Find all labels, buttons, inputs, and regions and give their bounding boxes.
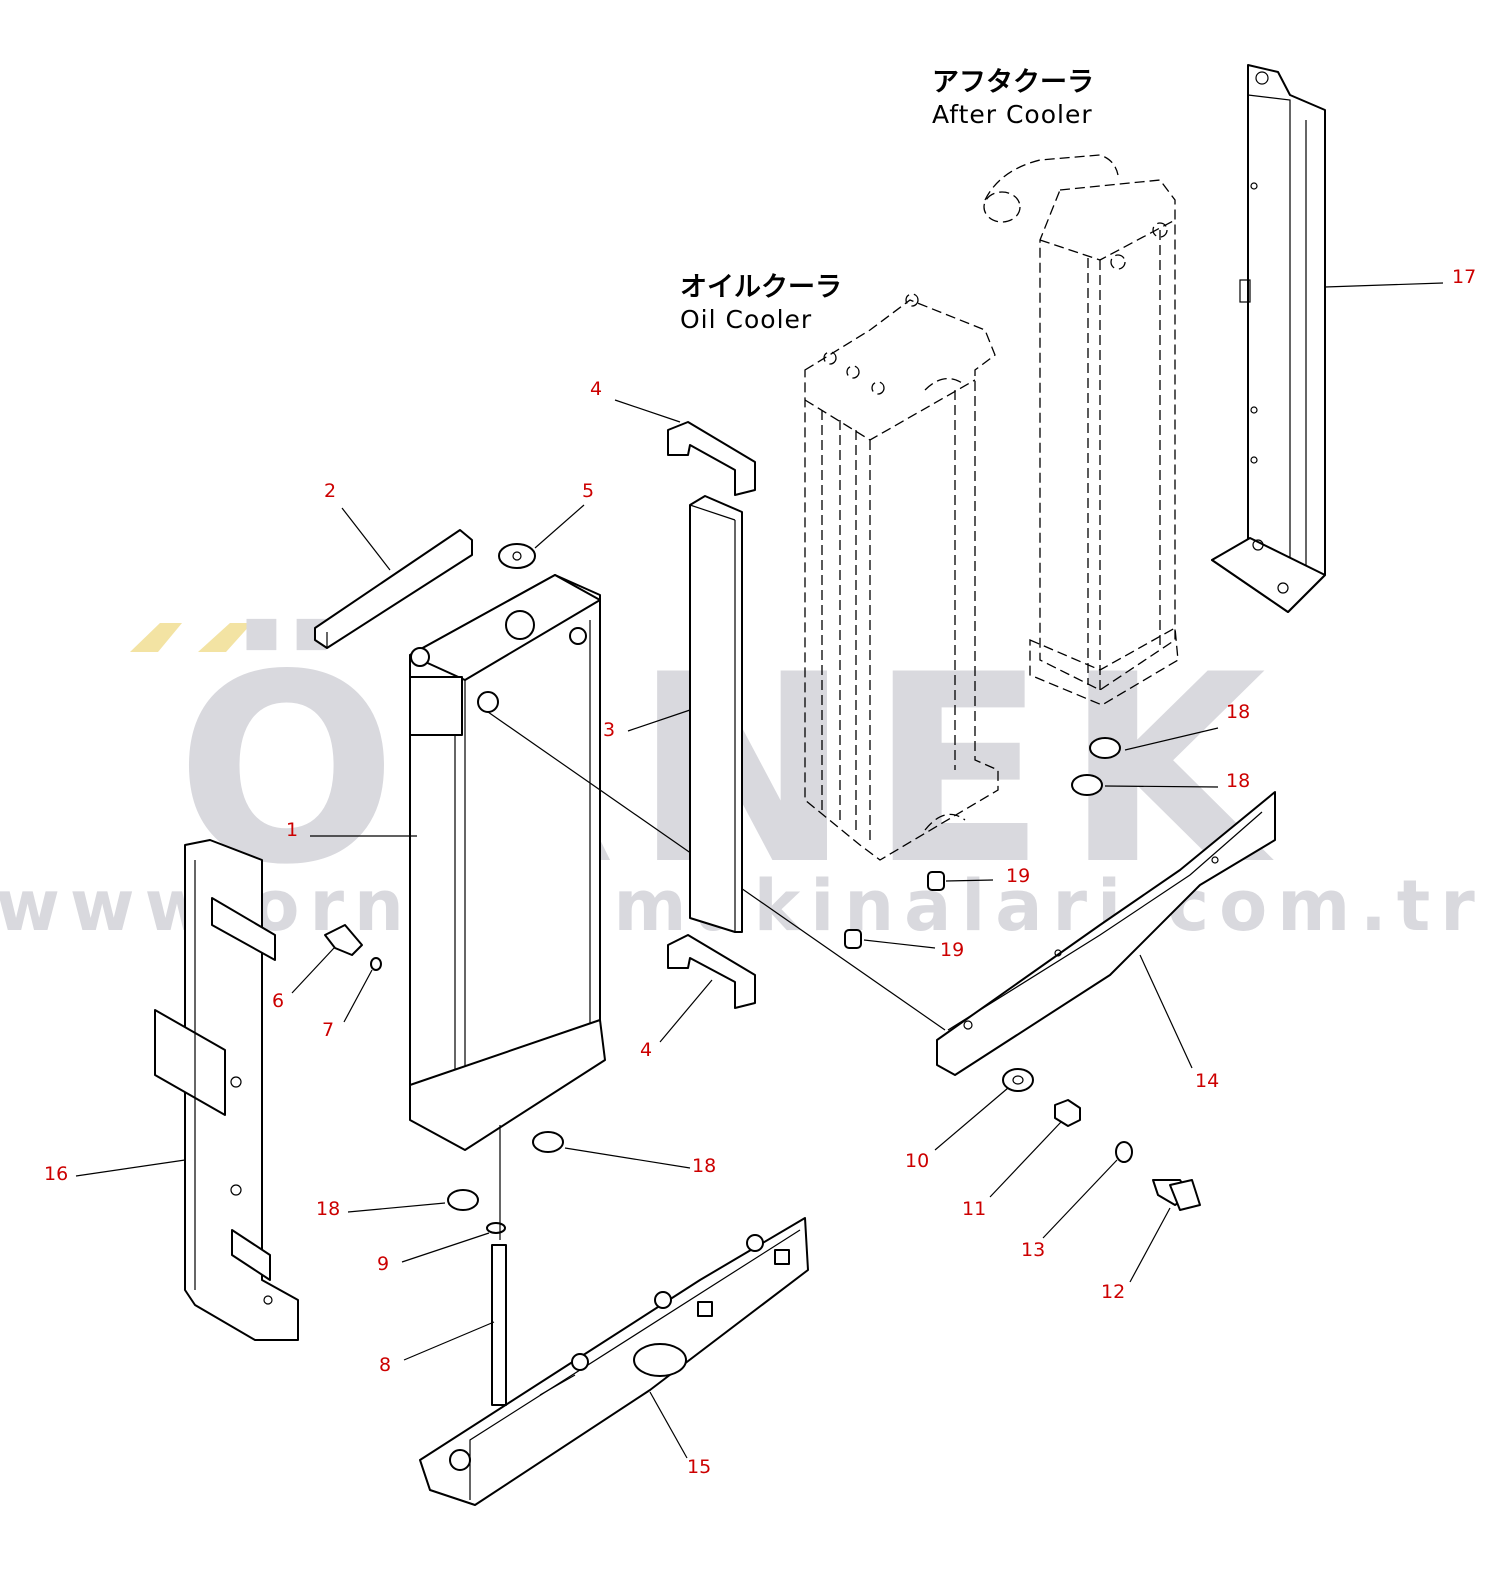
callout-19-a: 19: [1006, 865, 1030, 887]
part-3-foam-pad: [689, 495, 743, 933]
callout-17: 17: [1452, 266, 1476, 288]
oil-cooler-caption-en: Oil Cooler: [680, 305, 812, 334]
part-17-right-bracket: [1211, 64, 1326, 613]
leader-lines: [75, 282, 1444, 1459]
watermark-accent-left: [130, 623, 182, 652]
part-13-spring-washer: [1115, 1141, 1133, 1163]
callout-1: 1: [286, 819, 298, 841]
callout-4-bottom: 4: [640, 1039, 652, 1061]
callout-18-a: 18: [1226, 701, 1250, 723]
watermark-accent-right: [198, 623, 252, 652]
part-4-bracket-top: [667, 421, 756, 496]
callout-18-c: 18: [692, 1155, 716, 1177]
after-cooler-icon: [983, 154, 1179, 706]
callout-4-top: 4: [590, 378, 602, 400]
callout-9: 9: [377, 1253, 389, 1275]
part-15-bottom-rail: [419, 1217, 809, 1506]
part-4-bracket-bottom: [667, 934, 756, 1009]
callout-2: 2: [324, 480, 336, 502]
callout-numbers: 1 2 3 4 4 5 6 7 8 9 10 11 12 13 14 15 16…: [44, 266, 1476, 1478]
callout-8: 8: [379, 1354, 391, 1376]
part-18-plug-c: [532, 1131, 564, 1153]
callout-15: 15: [687, 1456, 711, 1478]
oil-cooler-caption-jp: オイルクーラ: [680, 272, 842, 303]
callout-19-b: 19: [940, 939, 964, 961]
callout-11: 11: [962, 1198, 986, 1220]
part-19-bushing-b: [844, 929, 862, 949]
part-9-clip: [486, 1125, 506, 1240]
part-18-plug-a: [1089, 737, 1121, 759]
part-8-pipe: [491, 1244, 507, 1406]
after-cooler-caption-jp: アフタクーラ: [932, 67, 1094, 98]
oil-cooler-icon: [804, 293, 999, 861]
callout-16: 16: [44, 1163, 68, 1185]
part-6-drain-valve: [324, 924, 363, 956]
callout-14: 14: [1195, 1070, 1219, 1092]
callout-13: 13: [1021, 1239, 1045, 1261]
callout-5: 5: [582, 480, 594, 502]
part-11-nut: [1054, 1099, 1081, 1127]
callout-3: 3: [603, 719, 615, 741]
after-cooler-caption-en: After Cooler: [932, 100, 1093, 129]
radiator-core-icon: [409, 574, 946, 1151]
part-18-plug-b: [1071, 774, 1103, 796]
part-5-cap: [498, 543, 536, 569]
callout-12: 12: [1101, 1281, 1125, 1303]
part-2-seal-strip: [314, 529, 473, 649]
part-12-bolt: [1152, 1179, 1201, 1211]
callout-6: 6: [272, 990, 284, 1012]
part-19-bushing-a: [927, 871, 945, 891]
part-10-washer: [1002, 1068, 1034, 1092]
part-18-plug-d: [447, 1189, 479, 1211]
callout-18-d: 18: [316, 1198, 340, 1220]
callout-10: 10: [905, 1150, 929, 1172]
part-16-left-bracket: [154, 839, 299, 1341]
callout-18-b: 18: [1226, 770, 1250, 792]
part-14-support-rail: [936, 791, 1276, 1076]
callout-7: 7: [322, 1019, 334, 1041]
part-7-o-ring: [370, 957, 382, 971]
